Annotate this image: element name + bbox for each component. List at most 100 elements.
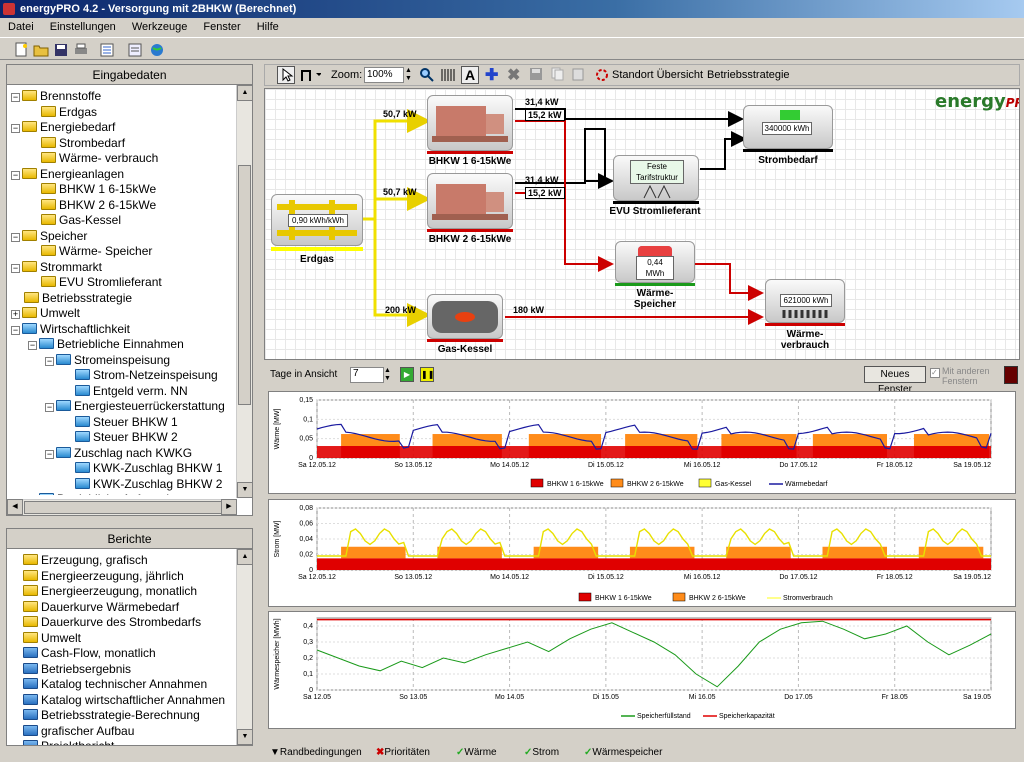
save-diagram-icon[interactable]	[529, 67, 543, 84]
report-item[interactable]: Projektbericht	[23, 739, 114, 745]
report-item[interactable]: Katalog wirtschaftlicher Annahmen	[23, 693, 225, 708]
delete-icon[interactable]: ✖	[507, 67, 521, 84]
text-tool-icon[interactable]: A	[461, 66, 479, 84]
tree-item[interactable]: Strombedarf	[28, 136, 125, 151]
tree-item[interactable]: −Energiebedarf	[11, 120, 115, 135]
scroll-thumb[interactable]	[238, 165, 251, 405]
play-icon[interactable]: ▶	[400, 367, 414, 382]
bhkw2-node[interactable]	[427, 173, 513, 229]
tree-view-icon[interactable]	[98, 41, 114, 57]
expand-toggle-icon[interactable]: −	[11, 262, 20, 273]
report-item[interactable]: Betriebsergebnis	[23, 662, 131, 677]
tage-input[interactable]: 7	[350, 367, 384, 383]
tree-item[interactable]: Wärme- verbrauch	[28, 151, 158, 166]
strombedarf-node[interactable]: 340000 kWh	[743, 105, 833, 149]
standort-button[interactable]: Standort Übersicht	[612, 69, 704, 81]
expand-toggle-icon[interactable]: +	[11, 309, 20, 319]
report-item[interactable]: Energieerzeugung, monatlich	[23, 584, 197, 599]
report-item[interactable]: Erzeugung, grafisch	[23, 553, 148, 568]
tage-spinner[interactable]: ▲▼	[384, 367, 391, 382]
mit-anderen-checkbox[interactable]: ✓	[930, 368, 940, 378]
expand-toggle-icon[interactable]: −	[11, 123, 20, 133]
scroll-up-button[interactable]: ▲	[237, 85, 253, 101]
scroll-down-button[interactable]: ▼	[237, 482, 253, 498]
scroll-up-button[interactable]: ▲	[237, 549, 253, 565]
scroll-right-button[interactable]: ▶	[221, 499, 237, 515]
globe-icon[interactable]	[148, 41, 164, 57]
tree-item[interactable]: KWK-Zuschlag BHKW 2	[62, 477, 222, 492]
expand-toggle-icon[interactable]: −	[45, 448, 54, 459]
save-icon[interactable]	[52, 41, 68, 57]
add-icon[interactable]: ✚	[485, 67, 499, 84]
expand-toggle-icon[interactable]: −	[45, 402, 54, 412]
tree-item[interactable]: Wärme- Speicher	[28, 244, 152, 259]
open-folder-icon[interactable]	[32, 41, 49, 57]
hscroll-thumb[interactable]	[24, 501, 224, 514]
tree-item[interactable]: Steuer BHKW 1	[62, 415, 178, 430]
export-icon[interactable]	[1004, 366, 1018, 384]
report-item[interactable]: Cash-Flow, monatlich	[23, 646, 156, 661]
tab-waerme[interactable]: ✓ Wärme	[456, 743, 497, 762]
report-item[interactable]: Umwelt	[23, 631, 81, 646]
kessel-node[interactable]	[427, 294, 503, 339]
speicher-node[interactable]: 0,44 MWh	[615, 241, 695, 283]
tree-item[interactable]: −Energiesteuerrückerstattung	[45, 399, 225, 414]
tab-randbedingungen[interactable]: ▼ Randbedingungen	[270, 743, 362, 762]
tree-item[interactable]: −Speicher	[11, 229, 87, 244]
tree-item[interactable]: Erdgas	[28, 105, 97, 120]
tree-item[interactable]: Steuer BHKW 2	[62, 430, 178, 445]
report-item[interactable]: grafischer Aufbau	[23, 724, 134, 739]
tree-item[interactable]: −Energieanlagen	[11, 167, 124, 182]
tree-item[interactable]: −Wirtschaftlichkeit	[11, 322, 130, 337]
zoom-magnifier-icon[interactable]	[419, 67, 435, 86]
tree-item[interactable]: −Zuschlag nach KWKG	[45, 446, 192, 461]
paste-icon[interactable]	[571, 67, 585, 84]
expand-toggle-icon[interactable]: −	[45, 355, 54, 366]
scroll-down-button[interactable]: ▼	[237, 729, 253, 745]
copy-icon[interactable]	[551, 67, 565, 84]
report-item[interactable]: Dauerkurve Wärmebedarf	[23, 600, 179, 615]
tab-prioritaeten[interactable]: ✖ Prioritäten	[376, 743, 430, 762]
standort-icon[interactable]	[595, 68, 609, 85]
tree-item[interactable]: +Umwelt	[11, 306, 80, 321]
expand-toggle-icon[interactable]: −	[11, 169, 20, 180]
menu-einstellungen[interactable]: Einstellungen	[49, 21, 116, 33]
expand-toggle-icon[interactable]: −	[11, 324, 20, 335]
berichte-vscroll[interactable]: ▲ ▼	[236, 549, 253, 745]
waerme-node[interactable]: 621000 kWh	[765, 279, 845, 323]
report-item[interactable]: Dauerkurve des Strombedarfs	[23, 615, 201, 630]
tab-waermespeicher[interactable]: ✓ Wärmespeicher	[584, 743, 662, 762]
menu-datei[interactable]: Datei	[8, 21, 34, 33]
tree-item[interactable]: BHKW 1 6-15kWe	[28, 182, 156, 197]
bhkw1-node[interactable]	[427, 95, 513, 151]
neues-fenster-button[interactable]: Neues Fenster	[864, 366, 926, 395]
tree-item[interactable]: −Brennstoffe	[11, 89, 101, 104]
eingabedaten-vscroll[interactable]: ▲ ▼	[236, 85, 253, 498]
report-item[interactable]: Betriebsstrategie-Berechnung	[23, 708, 200, 723]
tree-item[interactable]: Strom-Netzeinspeisung	[62, 368, 218, 383]
pause-icon[interactable]: ❚❚	[420, 367, 434, 382]
report-item[interactable]: Energieerzeugung, jährlich	[23, 569, 184, 584]
tree-item[interactable]: EVU Stromlieferant	[28, 275, 162, 290]
erdgas-node[interactable]: 0,90 kWh/kWh	[271, 194, 363, 246]
tree-item[interactable]: Entgeld verm. NN	[62, 384, 188, 399]
tree-item[interactable]: KWK-Zuschlag BHKW 1	[62, 461, 222, 476]
zoom-input[interactable]: 100%	[364, 67, 404, 83]
expand-toggle-icon[interactable]: −	[11, 231, 20, 242]
tree-item[interactable]: BHKW 2 6-15kWe	[28, 198, 156, 213]
tree-item[interactable]: −Stromeinspeisung	[45, 353, 170, 368]
tree-item[interactable]: Betriebsstrategie	[11, 291, 132, 306]
report-icon[interactable]	[126, 41, 142, 57]
tab-strom[interactable]: ✓ Strom	[524, 743, 559, 762]
betriebsstrategie-button[interactable]: Betriebsstrategie	[707, 69, 790, 81]
eingabedaten-hscroll[interactable]: ◀ ▶	[7, 499, 237, 515]
tree-item[interactable]: −Betriebliche Aufwendungen	[28, 492, 202, 495]
scroll-left-button[interactable]: ◀	[7, 499, 23, 515]
print-icon[interactable]	[72, 41, 88, 57]
connector-tool-icon[interactable]	[299, 67, 322, 86]
expand-toggle-icon[interactable]: −	[11, 92, 20, 102]
grid-icon[interactable]	[441, 68, 455, 85]
pointer-tool-icon[interactable]	[277, 66, 295, 84]
report-item[interactable]: Katalog technischer Annahmen	[23, 677, 207, 692]
menu-werkzeuge[interactable]: Werkzeuge	[131, 21, 188, 33]
